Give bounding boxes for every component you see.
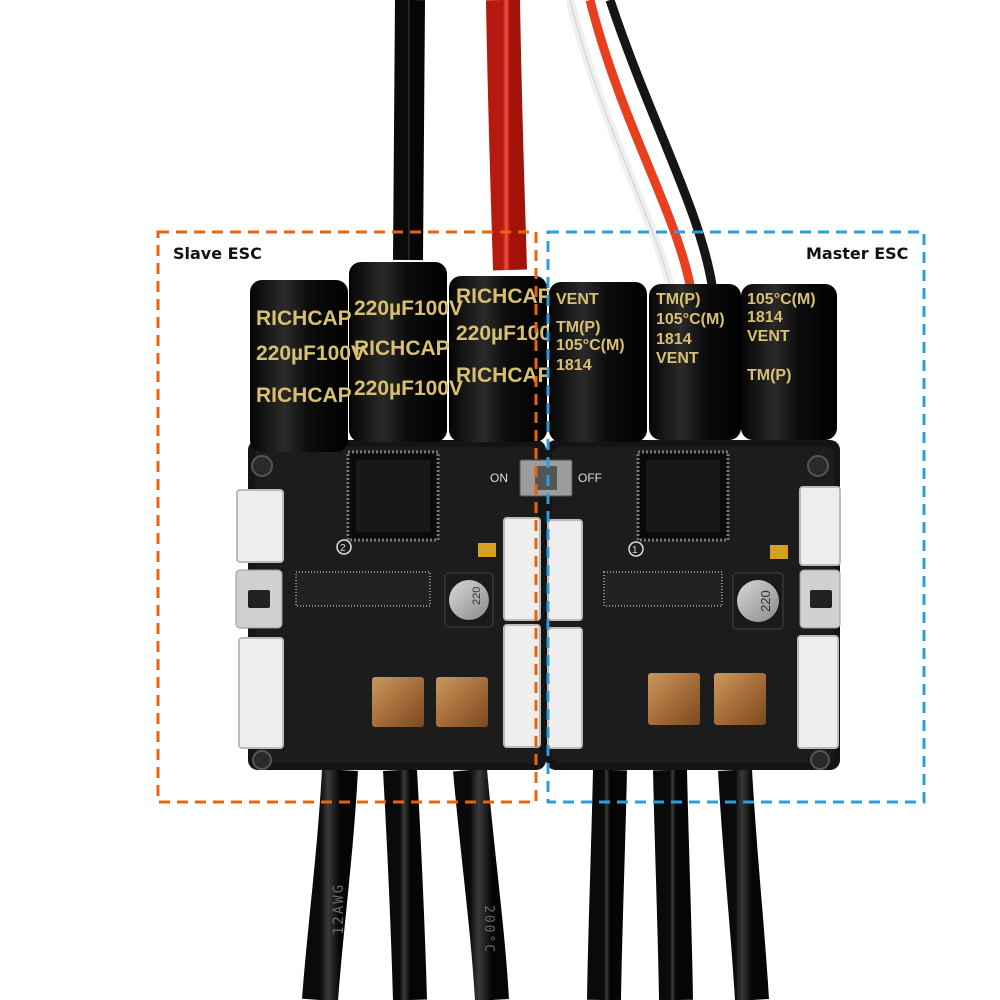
cap2-line1: 220µF100V	[354, 297, 463, 320]
copper-capacitors	[372, 673, 766, 727]
bottom-wires: 12AWG 200°C	[302, 768, 769, 1000]
cap4-line2: TM(P)	[556, 319, 600, 336]
cap1-line1: RICHCAP	[256, 307, 352, 330]
cap5-line4: VENT	[656, 350, 699, 367]
cap6-line1: 105°C(M)	[747, 291, 816, 308]
slave-esc-outline	[156, 230, 538, 804]
cap4-line1: VENT	[556, 291, 599, 308]
cap4-line4: 1814	[556, 357, 592, 374]
cap5-line2: 105°C(M)	[656, 311, 725, 328]
cap1-line2: 220µF100V	[256, 342, 365, 365]
driver-chips	[295, 571, 723, 607]
cable-gauge-print: 12AWG	[331, 883, 347, 935]
smd-tantalums	[478, 543, 788, 559]
cap3-line2: 220µF100V	[456, 322, 565, 345]
cap2-line2: RICHCAP	[354, 337, 450, 360]
switch-off-label: OFF	[578, 471, 602, 485]
cap4-line3: 105°C(M)	[556, 337, 625, 354]
usb-ports	[235, 569, 841, 629]
slave-board-number: 2	[340, 543, 346, 554]
power-switch: OFF ON	[490, 459, 602, 497]
mcu-chips	[346, 450, 730, 542]
cap5-line1: TM(P)	[656, 291, 700, 308]
jst-connectors	[236, 486, 841, 749]
slave-inductor-value: 220	[471, 587, 483, 605]
cap5-line3: 1814	[656, 331, 692, 348]
switch-on-label: ON	[490, 471, 508, 485]
slave-esc-label: Slave ESC	[173, 244, 262, 263]
cap2-line3: 220µF100V	[354, 377, 463, 400]
inductors: 220 220	[444, 572, 784, 630]
cap6-line2: 1814	[747, 309, 783, 326]
cap3-line3: RICHCAP	[456, 364, 552, 387]
master-esc-outline	[546, 230, 926, 804]
cable-temp-print: 200°C	[481, 905, 496, 954]
master-esc-label: Master ESC	[806, 244, 909, 263]
cap6-line3: VENT	[747, 328, 790, 345]
top-wires	[393, 0, 717, 287]
master-capacitors: VENT TM(P) 105°C(M) 1814 TM(P) 105°C(M) …	[549, 282, 837, 442]
mounting-screws	[251, 455, 830, 770]
cap1-line3: RICHCAP	[256, 384, 352, 407]
master-inductor-value: 220	[758, 590, 773, 612]
master-board-number: 1	[632, 545, 638, 556]
cap6-line4: TM(P)	[747, 367, 791, 384]
cap3-line1: RICHCAP	[456, 285, 552, 308]
slave-capacitors: RICHCAP 220µF100V RICHCAP 220µF100V RICH…	[250, 262, 565, 452]
